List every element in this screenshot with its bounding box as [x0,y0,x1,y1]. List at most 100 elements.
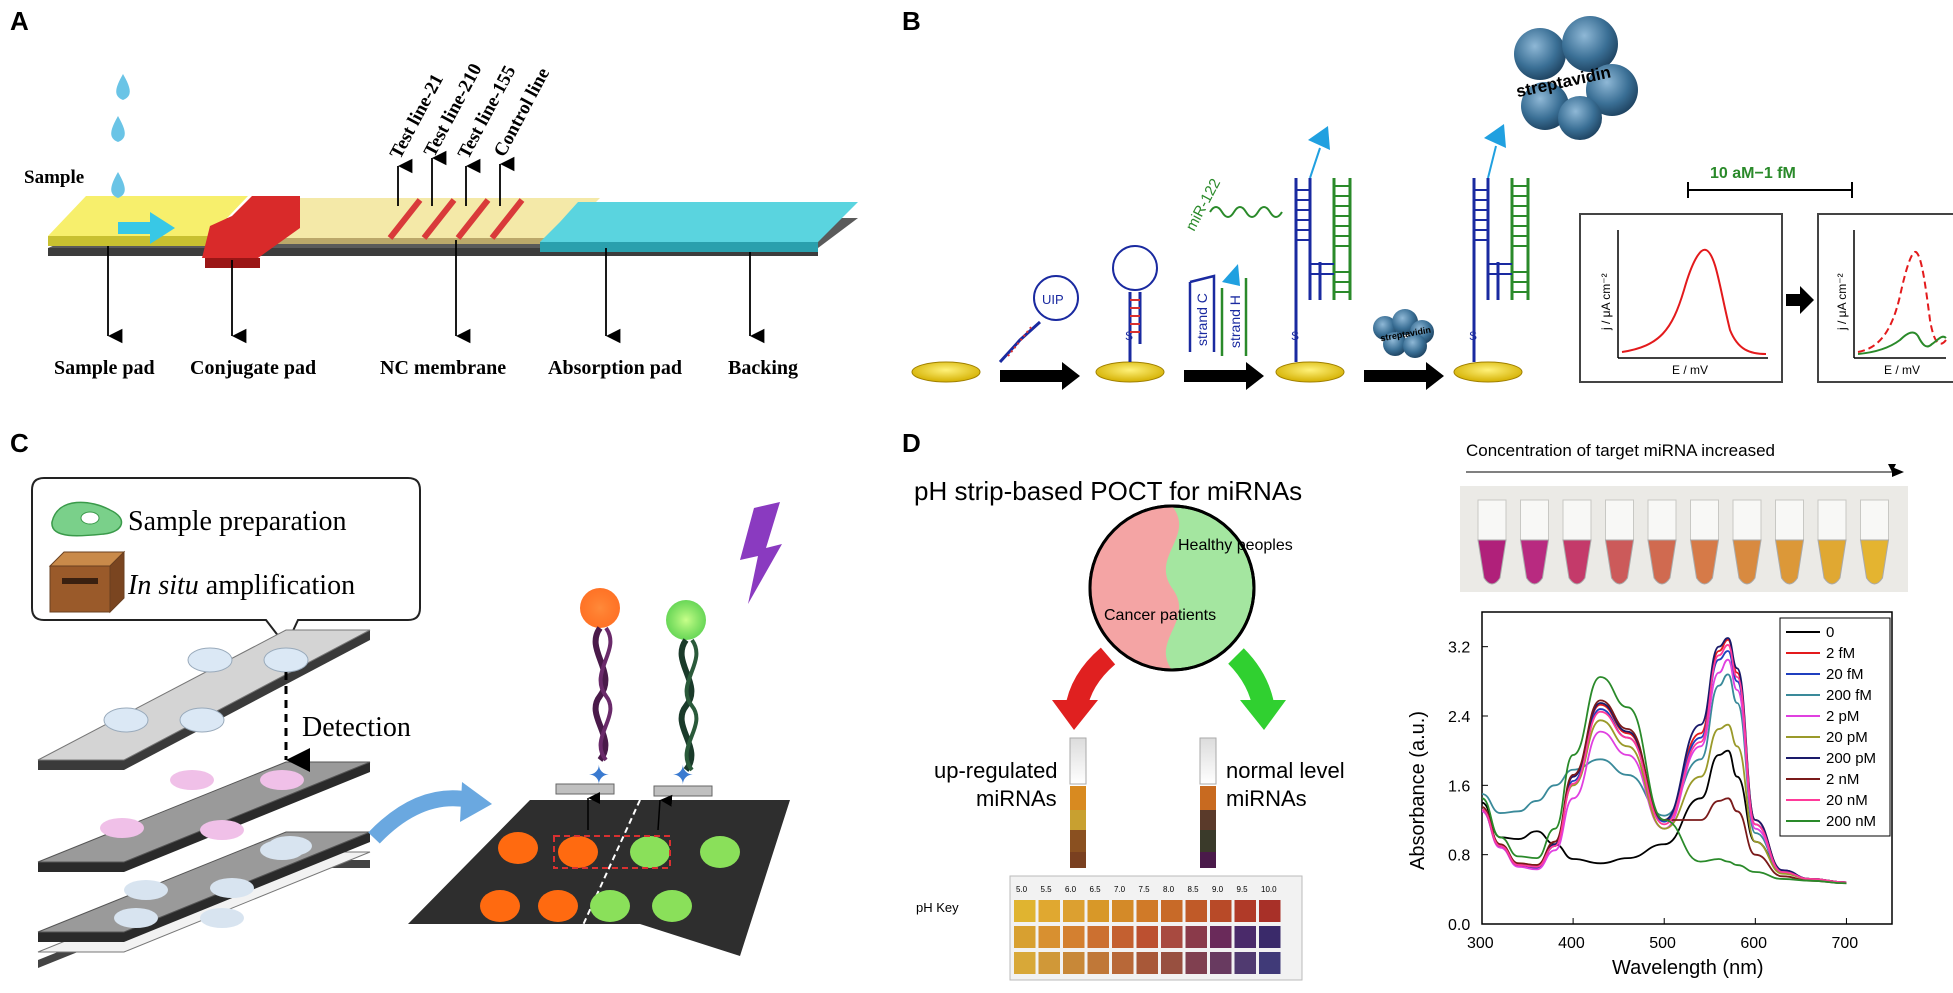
ph-key-cell [1210,900,1232,922]
tube [1859,499,1890,585]
mirna-strand: miR-122 [1183,176,1283,234]
spot-orange [480,890,520,922]
probe-right: ✦ [653,600,713,831]
population-circle: Healthy peoples Cancer patients [1088,504,1293,672]
legend-label: 200 fM [1826,687,1872,704]
legend-label: 2 fM [1826,645,1855,662]
ph-value-label: 10.0 [1261,885,1277,894]
range-label: 10 aM−1 fM [1710,165,1796,182]
ph-key-cell [1259,900,1281,922]
assembled-duplex: S [1291,126,1352,362]
ph-key-cell [1014,900,1036,922]
x-tick-label: 700 [1831,935,1858,952]
y-tick-label: 0.0 [1448,917,1470,934]
spot-green [590,890,630,922]
y-tick-label: 3.2 [1448,640,1470,657]
plot-ylabel: j / μA cm⁻² [1599,273,1613,331]
plot-ylabel: j / μA cm⁻² [1835,273,1849,331]
ph-value-label: 5.5 [1041,885,1053,894]
tube [1647,499,1677,585]
strand-c: strand C [1188,274,1216,352]
in-situ-label: In situ amplification [127,570,355,601]
spot-green [630,836,670,868]
detection-label: Detection [302,712,411,743]
tube [1732,499,1762,585]
ph-key-cell [1063,900,1085,922]
ph-key-cell [1038,900,1060,922]
ph-key-cell [1087,952,1109,974]
ph-value-label: 7.5 [1139,885,1151,894]
probe-left: ✦ [555,588,620,830]
mirna-label: miR-122 [1183,176,1225,234]
panel-d-title: pH strip-based POCT for miRNAs [914,476,1302,506]
arrow-right-icon [1364,362,1444,390]
tube [1689,499,1720,585]
test-line-mark [489,198,525,240]
healthy-label: Healthy peoples [1178,537,1293,554]
ph-strip-normal [1199,737,1217,868]
legend-label: 200 nM [1826,813,1876,830]
ph-value-label: 6.0 [1065,885,1077,894]
sample-label: Sample [24,167,84,188]
ph-key-cell [1234,952,1256,974]
ph-key-cell [1161,952,1183,974]
panel-d: D pH strip-based POCT for miRNAs Healthy… [902,428,1908,981]
series-line [1481,699,1847,885]
star-icon: ✦ [588,760,610,790]
ph-key-cell [1185,926,1207,948]
range-bracket: 10 aM−1 fM [1687,165,1853,198]
ph-key-cell [1136,926,1158,948]
x-tick-label: 300 [1467,935,1494,952]
ph-key-cell [1014,926,1036,948]
sample-pad [48,196,248,236]
ph-key-cell [1234,900,1256,922]
lightning-icon [740,502,782,604]
cell-icon [51,501,123,537]
ph-key-cell [1087,900,1109,922]
spot-green [700,836,740,868]
x-tick-label: 600 [1740,935,1767,952]
part-label: Sample pad [54,357,155,379]
panel-c: C Sample preparation In situ amplificati… [10,428,790,968]
chart-xlabel: Wavelength (nm) [1612,957,1764,979]
concentration-label: Concentration of target miRNA increased [1466,441,1775,460]
ph-key-cell [1210,926,1232,948]
legend-label: 200 pM [1826,750,1876,767]
y-tick-label: 2.4 [1448,709,1470,726]
panel-b-letter: B [902,6,921,36]
ph-value-label: 8.0 [1163,885,1175,894]
ph-key-cell [1185,952,1207,974]
legend-label: 20 nM [1826,792,1868,809]
ph-key-cell [1038,952,1060,974]
ph-value-label: 9.5 [1237,885,1249,894]
assembled-with-streptavidin: S [1469,16,1638,362]
arrow-right-icon [1892,467,1904,477]
drop-icon [111,116,125,142]
tube [1477,499,1507,585]
legend-label: 20 pM [1826,729,1868,746]
arrow-right-icon [1786,286,1814,314]
ph-key-cell [1112,926,1134,948]
panel-d-letter: D [902,428,921,458]
panel-a-letter: A [10,6,29,36]
conjugate-pad [202,196,300,258]
panel-b: B UIP S [902,6,1953,390]
streptavidin-free: streptavidin [1373,309,1434,358]
part-label: Conjugate pad [190,357,316,379]
spot-orange [538,890,578,922]
detection-board [408,799,790,959]
test-line-mark [421,198,457,240]
x-tick-label: 400 [1558,935,1585,952]
thiol-label: S [1125,329,1133,343]
ph-key-cell [1038,926,1060,948]
ph-key-cell [1234,926,1256,948]
ph-key-cell [1112,900,1134,922]
drop-icon [116,74,130,100]
ph-key-cell [1259,926,1281,948]
ph-key-cell [1063,926,1085,948]
normal-level-label: normal level [1226,758,1345,783]
